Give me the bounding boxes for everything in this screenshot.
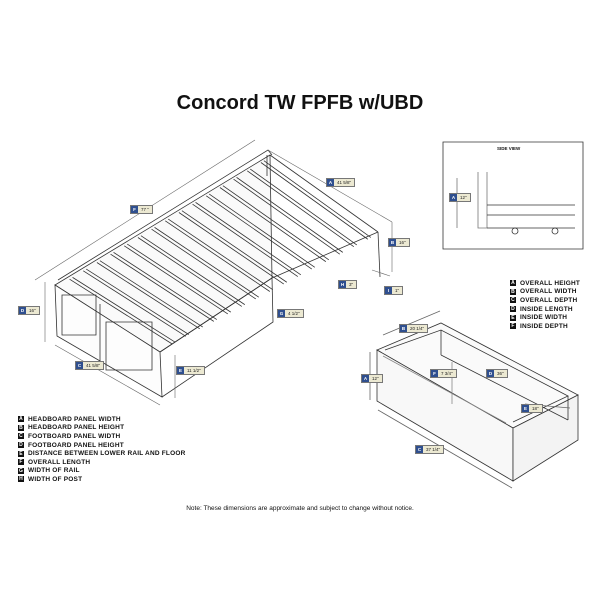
slat-edge [182, 211, 287, 283]
bed-legend-key: E [18, 450, 24, 457]
bed-legend-item: D FOOTBOARD PANEL HEIGHT [18, 441, 186, 450]
slat-edge [237, 177, 343, 252]
bed-slats [70, 161, 371, 344]
bed-legend-item: B HEADBOARD PANEL HEIGHT [18, 424, 186, 433]
slat-edge [196, 202, 301, 274]
bed-legend-key: G [18, 467, 24, 474]
bed-legend-key: A [18, 416, 24, 423]
drawer-legend-key: E [510, 314, 516, 321]
slat-edge [124, 246, 228, 314]
slat-edge [165, 221, 270, 292]
slat-edge [168, 219, 273, 290]
bed-legend-key: F [18, 459, 24, 466]
slat-edge [261, 163, 368, 240]
slat-edge [127, 244, 231, 312]
slat-edge [70, 279, 172, 344]
drawer-legend-text: INSIDE DEPTH [520, 322, 568, 330]
slat-edge [206, 196, 312, 269]
drawer-legend-text: INSIDE WIDTH [520, 314, 568, 322]
bed-legend-text: FOOTBOARD PANEL WIDTH [28, 432, 121, 440]
drawer-legend-item: A OVERALL HEIGHT [510, 279, 580, 288]
bed-legend-item: F OVERALL LENGTH [18, 458, 186, 467]
page-title: Concord TW FPFB w/UBD [176, 92, 424, 114]
bed-legend-item: A HEADBOARD PANEL WIDTH [18, 415, 186, 424]
bed-legend-text: HEADBOARD PANEL WIDTH [28, 415, 121, 423]
slat-edge [234, 179, 340, 254]
drawer-legend-item: C OVERALL DEPTH [510, 296, 580, 305]
drawer-legend-key: B [510, 288, 516, 295]
bed-legend-text: WIDTH OF RAIL [28, 467, 80, 475]
drawer-legend-item: F INSIDE DEPTH [510, 322, 580, 331]
slat-edge [250, 169, 357, 245]
slat-edge [111, 254, 214, 321]
drawer-legend: A OVERALL HEIGHT B OVERALL WIDTH C OVERALL DE… [510, 279, 580, 331]
bed-legend-key: H [18, 476, 24, 483]
drawer-legend-text: INSIDE LENGTH [520, 305, 573, 313]
slat-edge [209, 194, 315, 267]
drawer-drawing [370, 311, 578, 488]
bed-legend: A HEADBOARD PANEL WIDTH B HEADBOARD PANEL H… [18, 415, 186, 484]
slat-edge [86, 269, 189, 334]
drawer-legend-key: A [510, 280, 516, 287]
slat-edge [83, 271, 186, 336]
drawer-legend-key: D [510, 306, 516, 313]
slat-edge [141, 236, 245, 305]
slat-edge [179, 213, 284, 285]
drawer-legend-text: OVERALL DEPTH [520, 296, 578, 304]
bed-legend-text: OVERALL LENGTH [28, 458, 91, 466]
drawer-legend-item: E INSIDE WIDTH [510, 313, 580, 322]
bed-legend-item: H WIDTH OF POST [18, 475, 186, 484]
bed-legend-text: HEADBOARD PANEL HEIGHT [28, 424, 125, 432]
bed-legend-item: E DISTANCE BETWEEN LOWER RAIL AND FLOOR [18, 449, 186, 458]
slat-edge [152, 229, 256, 299]
side-view-panel [443, 142, 583, 249]
drawer-legend-item: D INSIDE LENGTH [510, 305, 580, 314]
bed-legend-text: WIDTH OF POST [28, 475, 83, 483]
bed-legend-item: G WIDTH OF RAIL [18, 467, 186, 476]
slat-edge [114, 252, 217, 319]
bed-legend-text: FOOTBOARD PANEL HEIGHT [28, 441, 124, 449]
slat-edge [97, 263, 200, 329]
slat-edge [100, 261, 203, 327]
side-view-title: SIDE VIEW [497, 146, 521, 151]
slat-edge [138, 238, 242, 307]
drawer-legend-text: OVERALL HEIGHT [520, 279, 581, 287]
slat-edge [264, 161, 371, 238]
drawer-legend-key: C [510, 297, 516, 304]
drawer-legend-key: F [510, 323, 516, 330]
bed-legend-key: D [18, 442, 24, 449]
bed-legend-key: B [18, 424, 24, 431]
disclaimer-note: Note: These dimensions are approximate a… [186, 505, 414, 512]
slat-edge [223, 186, 329, 260]
drawer-legend-text: OVERALL WIDTH [520, 288, 577, 296]
slat-edge [73, 277, 175, 342]
slat-edge [155, 227, 259, 297]
bed-legend-item: C FOOTBOARD PANEL WIDTH [18, 432, 186, 441]
slat-edge [247, 171, 354, 247]
drawer-legend-item: B OVERALL WIDTH [510, 288, 580, 297]
slat-edge [220, 188, 326, 262]
bed-legend-key: C [18, 433, 24, 440]
bed-legend-text: DISTANCE BETWEEN LOWER RAIL AND FLOOR [28, 450, 186, 458]
slat-edge [193, 204, 298, 276]
